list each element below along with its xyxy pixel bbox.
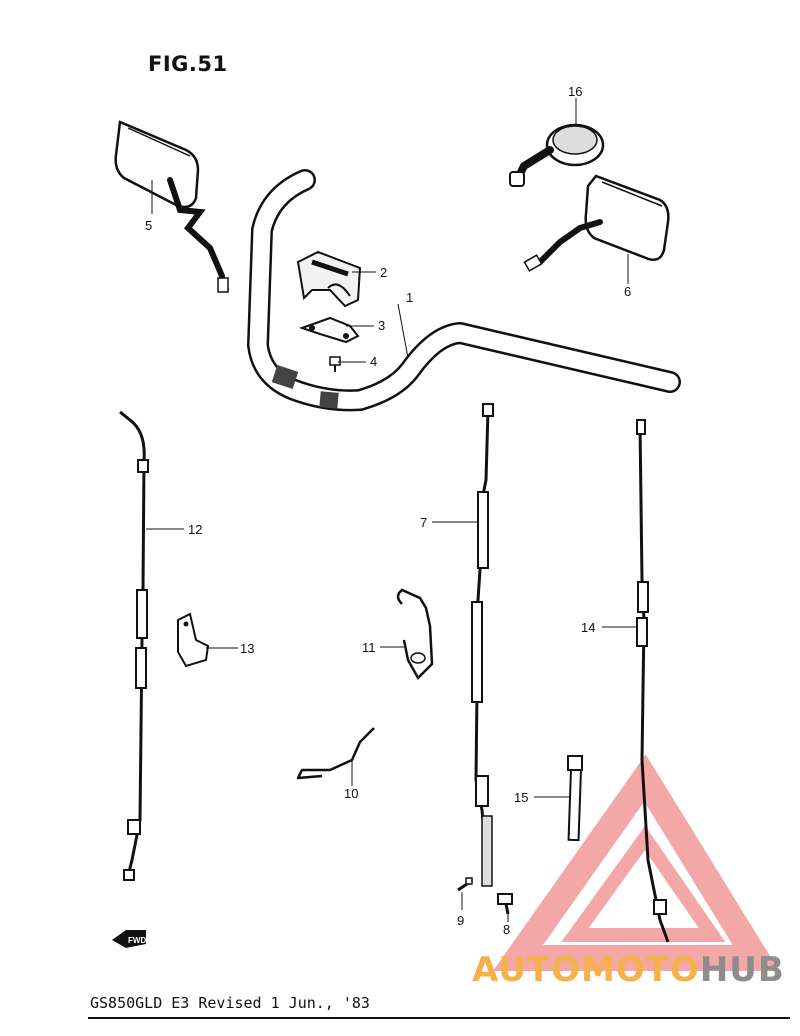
callout-11: 11 (362, 640, 376, 655)
mirror-left-drawing (114, 120, 230, 293)
handlebar-drawing (247, 169, 681, 412)
watermark-part-auto: AUTO (472, 950, 581, 990)
watermark-part-hub: HUB (699, 950, 785, 990)
forward-arrow-label: FWD (128, 936, 146, 945)
cable-band-drawing (567, 754, 583, 842)
holder-bolt-drawing (329, 356, 341, 372)
watermark-logo-icon (492, 754, 780, 971)
cable-bolt-drawing (497, 893, 513, 915)
callout-8: 8 (503, 922, 510, 937)
callout-7: 7 (420, 515, 427, 530)
forward-arrow-icon: FWD (112, 930, 146, 948)
throttle-cable-left-drawing (119, 410, 149, 881)
cable-clamp-drawing (396, 588, 434, 681)
callout-15: 15 (514, 790, 528, 805)
mirror-right-drawing (523, 174, 670, 272)
leader-lines (146, 98, 638, 922)
footer-model-revision: GS850GLD E3 Revised 1 Jun., '83 (90, 994, 370, 1012)
callout-numbers: 1 2 3 4 5 6 7 8 9 10 11 12 13 14 15 16 (145, 84, 631, 937)
callout-10: 10 (344, 786, 358, 801)
cable-screw-drawing (457, 877, 473, 892)
guide-wire-drawing (296, 727, 375, 780)
throttle-cable-right-drawing (636, 419, 670, 943)
callout-12: 12 (188, 522, 202, 537)
choke-lever-drawing (509, 123, 605, 187)
callout-3: 3 (378, 318, 385, 333)
holder-upper-drawing (296, 250, 362, 308)
callout-13: 13 (240, 641, 254, 656)
callout-9: 9 (457, 913, 464, 928)
holder-plate-drawing (298, 316, 360, 344)
callout-16: 16 (568, 84, 582, 99)
callout-5: 5 (145, 218, 152, 233)
callout-14: 14 (581, 620, 595, 635)
watermark-text: AUTOMOTOHUB (472, 950, 785, 990)
cable-holder-drawing (177, 612, 210, 668)
callout-1: 1 (406, 290, 413, 305)
figure-title: FIG.51 (148, 52, 228, 76)
clutch-cable-drawing (471, 403, 494, 887)
callout-6: 6 (624, 284, 631, 299)
watermark-part-moto: MOTO (580, 950, 700, 990)
callout-4: 4 (370, 354, 377, 369)
callout-2: 2 (380, 265, 387, 280)
